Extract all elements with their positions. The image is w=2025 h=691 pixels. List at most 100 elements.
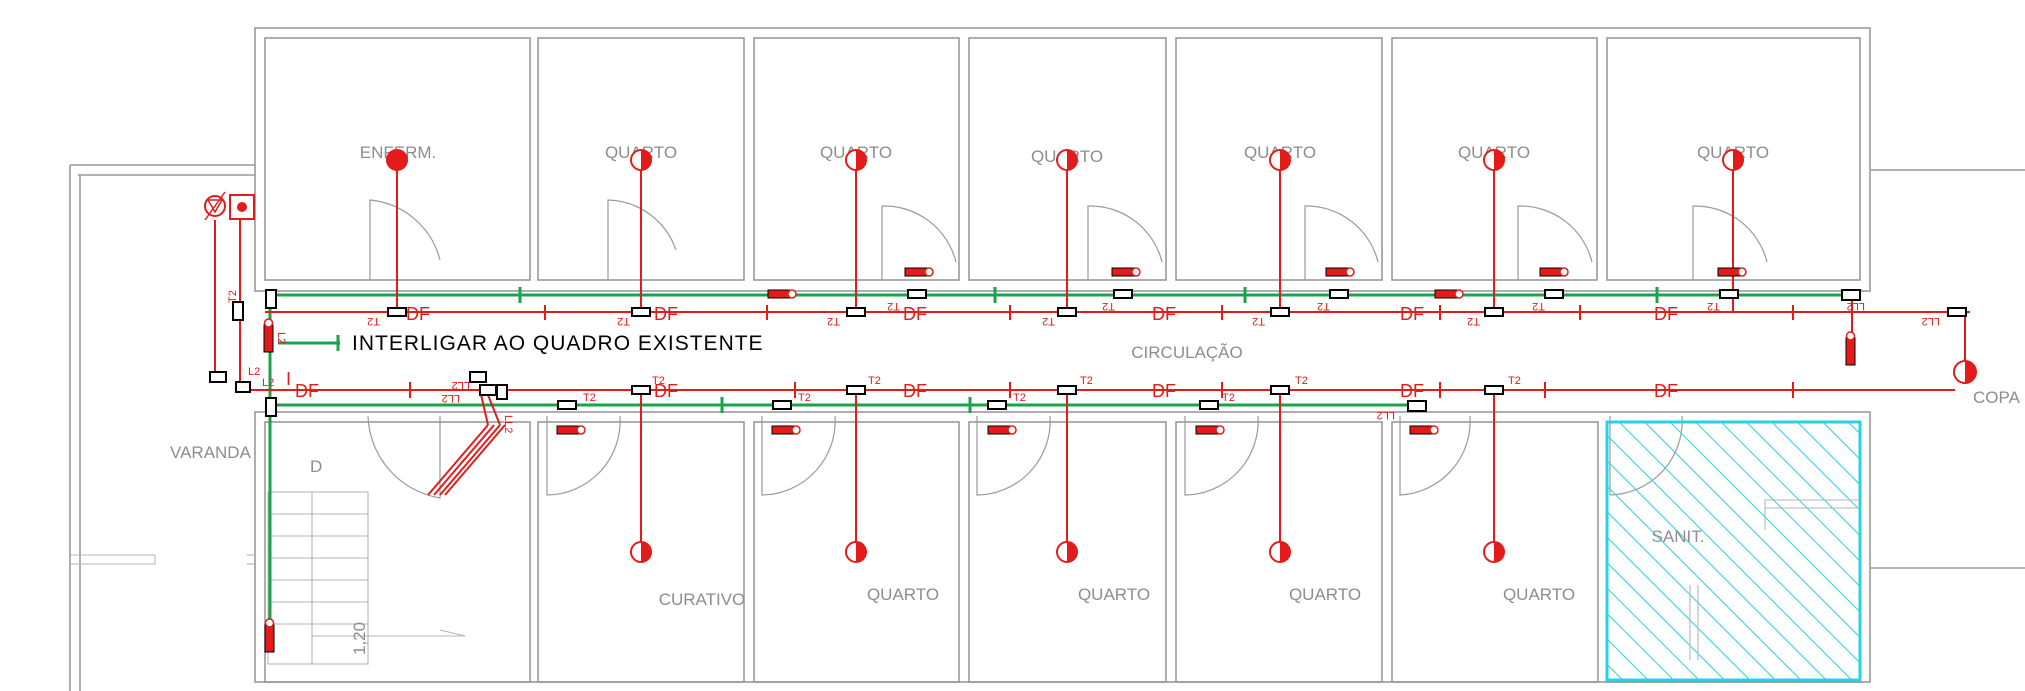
junction-box-icon <box>1719 289 1739 299</box>
tag-t2: T2 <box>1013 392 1026 404</box>
tag-l2: LL2 <box>1377 409 1395 421</box>
tag-t2: T2 <box>583 392 596 404</box>
tag-t2: T2 <box>1532 300 1545 312</box>
tag-t2: T2 <box>227 290 239 303</box>
tag-t2: T2 <box>1467 315 1480 327</box>
switch-icon <box>1325 267 1355 277</box>
tag-l2: L2 <box>275 332 287 344</box>
interconnect-label: INTERLIGAR AO QUADRO EXISTENTE <box>352 332 764 355</box>
switch-icon <box>556 425 586 435</box>
junction-box-icon <box>469 371 487 383</box>
ceiling-light-icon <box>845 541 867 563</box>
df-label: DF <box>1400 304 1424 324</box>
tag-t2: T2 <box>1252 315 1265 327</box>
df-label: DF <box>654 381 678 401</box>
room-label-quarto-bottom-2: QUARTO <box>1078 585 1150 604</box>
tag-l2: L2 <box>248 366 260 378</box>
ceiling-light-icon <box>1722 149 1744 171</box>
df-label: DF <box>1152 381 1176 401</box>
junction-box-icon <box>1057 307 1077 317</box>
df-label: DF <box>406 304 430 324</box>
switch-icon <box>1409 425 1439 435</box>
switch-icon <box>904 267 934 277</box>
room-label-curativo: CURATIVO <box>659 590 746 609</box>
junction-box-icon <box>209 371 227 383</box>
sanitary-area <box>1605 420 1862 682</box>
tag-i: I <box>286 369 291 389</box>
stair-direction-label: D <box>310 457 322 476</box>
tag-t2: T2 <box>652 375 665 387</box>
stairs <box>267 491 466 665</box>
red-circuits <box>214 160 1970 552</box>
tag-t2: T2 <box>1102 300 1115 312</box>
df-labels: DF DF DF DF DF DF DF DF DF DF DF DF <box>295 304 1678 401</box>
junction-box-icon <box>557 400 577 410</box>
vertical-red-devices <box>263 318 1856 653</box>
ceiling-light-icon <box>1483 541 1505 563</box>
junction-box-icon <box>1484 385 1504 395</box>
junction-box-icon <box>235 381 251 393</box>
junction-box-icon <box>631 307 651 317</box>
df-label: DF <box>1152 304 1176 324</box>
tag-l2: L2 <box>262 377 274 389</box>
junction-box-icon <box>987 400 1007 410</box>
ceiling-light-icon <box>630 149 652 171</box>
ceiling-light-icon <box>1056 149 1078 171</box>
room-label-quarto-bottom-3: QUARTO <box>1289 585 1361 604</box>
room-label-copa: COPA <box>1973 388 2021 407</box>
room-label-quarto-bottom-4: QUARTO <box>1503 585 1575 604</box>
junction-box-icon <box>1329 289 1349 299</box>
df-label: DF <box>1654 304 1678 324</box>
ceiling-lights <box>386 149 1977 563</box>
switch-icon <box>1539 267 1569 277</box>
junction-box-icon <box>479 384 497 396</box>
stair-width-label: 1,20 <box>350 622 369 655</box>
switch-icon <box>771 425 801 435</box>
junction-box-icon <box>772 400 792 410</box>
ceiling-light-icon <box>630 541 652 563</box>
tag-t2: T2 <box>617 315 630 327</box>
tag-t2: T2 <box>868 375 881 387</box>
junction-box-icon <box>1841 289 1861 301</box>
tag-l2: LL2 <box>1922 315 1940 327</box>
junction-box-icon <box>1484 307 1504 317</box>
top-doors <box>369 199 1768 280</box>
tag-t2: T2 <box>827 315 840 327</box>
switch-icon <box>1717 267 1747 277</box>
df-label: DF <box>1654 381 1678 401</box>
ceiling-light-icon <box>1483 149 1505 171</box>
junction-box-icon <box>1270 307 1290 317</box>
circuit-tags: T2 T2 T2 T2 T2 T2 T2 T2 T2 T2 T2 LL2 LL2… <box>227 290 1940 433</box>
junction-box-icon <box>1113 289 1133 299</box>
switch-icon <box>1434 289 1464 299</box>
junction-box-icon <box>631 385 651 395</box>
junction-box-icon <box>265 397 277 417</box>
alarm-button-icon <box>229 194 255 220</box>
junction-box-icon <box>1407 400 1427 412</box>
tag-t2: T2 <box>798 392 811 404</box>
junction-box-icon <box>1947 307 1967 317</box>
junction-box-icon <box>232 301 244 321</box>
junction-box-icon <box>1057 385 1077 395</box>
room-label-veranda: VARANDA <box>170 443 252 462</box>
ceiling-light-icon <box>386 149 408 171</box>
df-label: DF <box>1400 381 1424 401</box>
junction-box-icon <box>387 307 407 317</box>
junction-box-icon <box>846 307 866 317</box>
interconnect-note: INTERLIGAR AO QUADRO EXISTENTE <box>352 332 764 355</box>
tag-l2: LL2 <box>452 379 470 391</box>
junction-box-icon <box>846 385 866 395</box>
room-label-circulation: CIRCULAÇÃO <box>1131 343 1242 362</box>
junction-box-icon <box>1544 289 1564 299</box>
tag-l2: LL2 <box>442 392 460 404</box>
room-label-quarto-bottom-1: QUARTO <box>867 585 939 604</box>
panel-box-icon <box>264 618 275 653</box>
tag-t2: T2 <box>1508 375 1521 387</box>
junction-box-icon <box>907 289 927 299</box>
switch-icon <box>1111 267 1141 277</box>
ceiling-light-icon <box>845 149 867 171</box>
ceiling-light-icon <box>1269 149 1291 171</box>
ceiling-light-icon <box>1056 541 1078 563</box>
df-label: DF <box>903 381 927 401</box>
